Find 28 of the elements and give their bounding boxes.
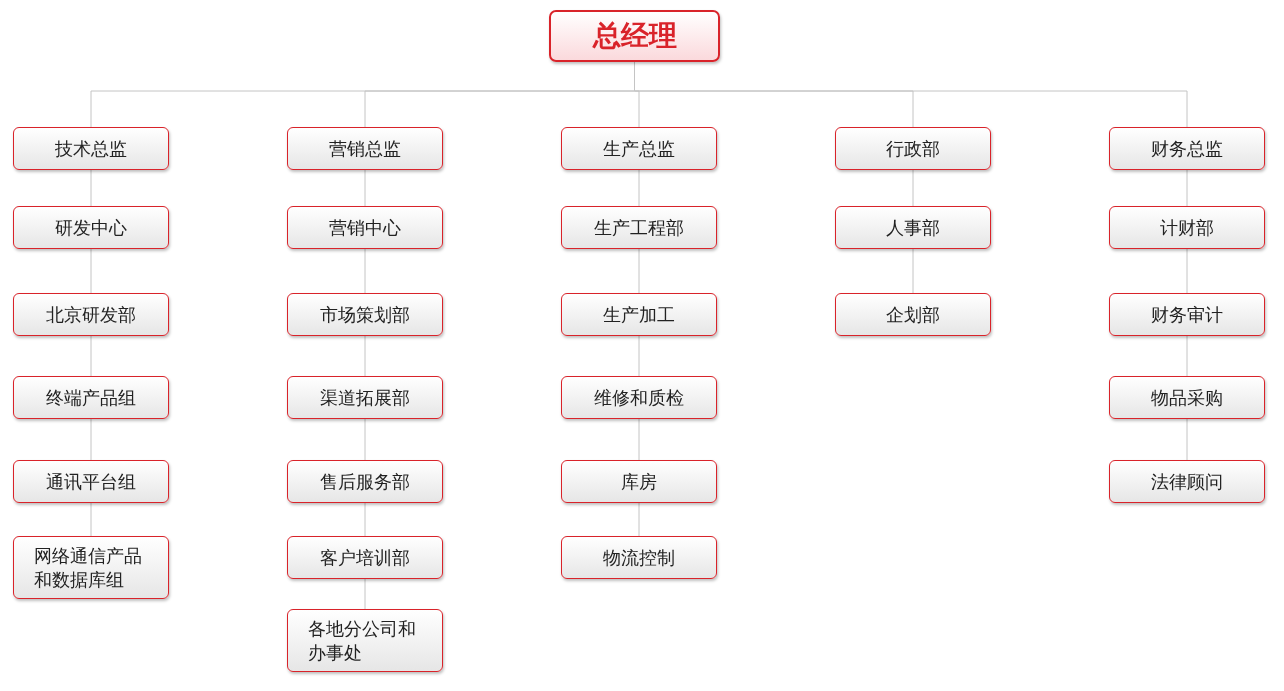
department-box: 市场策划部 [287, 293, 443, 336]
department-box: 财务总监 [1109, 127, 1265, 170]
department-box: 通讯平台组 [13, 460, 169, 503]
department-box: 售后服务部 [287, 460, 443, 503]
department-box: 行政部 [835, 127, 991, 170]
department-box: 财务审计 [1109, 293, 1265, 336]
department-box: 北京研发部 [13, 293, 169, 336]
department-box: 营销中心 [287, 206, 443, 249]
department-box: 渠道拓展部 [287, 376, 443, 419]
department-box: 研发中心 [13, 206, 169, 249]
department-box: 企划部 [835, 293, 991, 336]
department-box: 各地分公司和办事处 [287, 609, 443, 672]
department-box: 终端产品组 [13, 376, 169, 419]
department-box: 物流控制 [561, 536, 717, 579]
department-box: 客户培训部 [287, 536, 443, 579]
department-box: 技术总监 [13, 127, 169, 170]
head-box: 总经理 [549, 10, 720, 62]
department-box: 物品采购 [1109, 376, 1265, 419]
department-box: 生产工程部 [561, 206, 717, 249]
department-box: 生产加工 [561, 293, 717, 336]
department-box: 人事部 [835, 206, 991, 249]
department-box: 营销总监 [287, 127, 443, 170]
department-box: 网络通信产品和数据库组 [13, 536, 169, 599]
department-box: 法律顾问 [1109, 460, 1265, 503]
department-box: 维修和质检 [561, 376, 717, 419]
department-box: 计财部 [1109, 206, 1265, 249]
department-box: 库房 [561, 460, 717, 503]
department-box: 生产总监 [561, 127, 717, 170]
